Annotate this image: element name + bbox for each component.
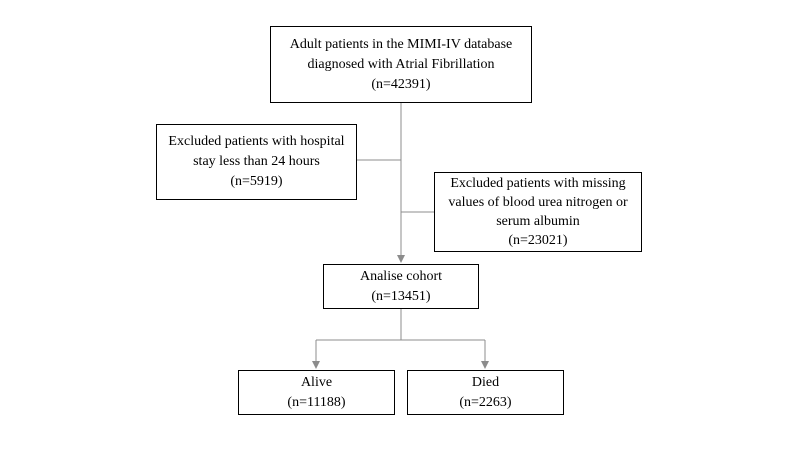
- died-outcome-box: Died (n=2263): [407, 370, 564, 415]
- box-line: Analise cohort: [359, 268, 443, 284]
- box-line: (n=2263): [459, 394, 512, 410]
- box-line: Excluded patients with missing: [450, 176, 626, 191]
- alive-outcome-box: Alive (n=11188): [238, 370, 395, 415]
- box-line: (n=23021): [508, 233, 568, 248]
- box-line: serum albumin: [496, 214, 580, 229]
- exclusion-missing-values-box: Excluded patients with missing values of…: [434, 172, 642, 252]
- box-line: Excluded patients with hospital: [168, 134, 345, 149]
- box-line: values of blood urea nitrogen or: [448, 195, 628, 210]
- box-line: (n=5919): [230, 174, 283, 189]
- box-line: Died: [471, 374, 500, 390]
- box-line: diagnosed with Atrial Fibrillation: [307, 56, 495, 72]
- box-line: Alive: [300, 374, 333, 390]
- box-line: (n=11188): [287, 394, 346, 410]
- box-line: (n=13451): [371, 288, 431, 304]
- box-line: (n=42391): [371, 76, 431, 92]
- source-population-box: Adult patients in the MIMI-IV database d…: [270, 26, 532, 103]
- box-line: Adult patients in the MIMI-IV database: [289, 36, 513, 52]
- box-line: stay less than 24 hours: [193, 154, 320, 169]
- analysis-cohort-box: Analise cohort (n=13451): [323, 264, 479, 309]
- exclusion-hospital-stay-box: Excluded patients with hospital stay les…: [156, 124, 357, 200]
